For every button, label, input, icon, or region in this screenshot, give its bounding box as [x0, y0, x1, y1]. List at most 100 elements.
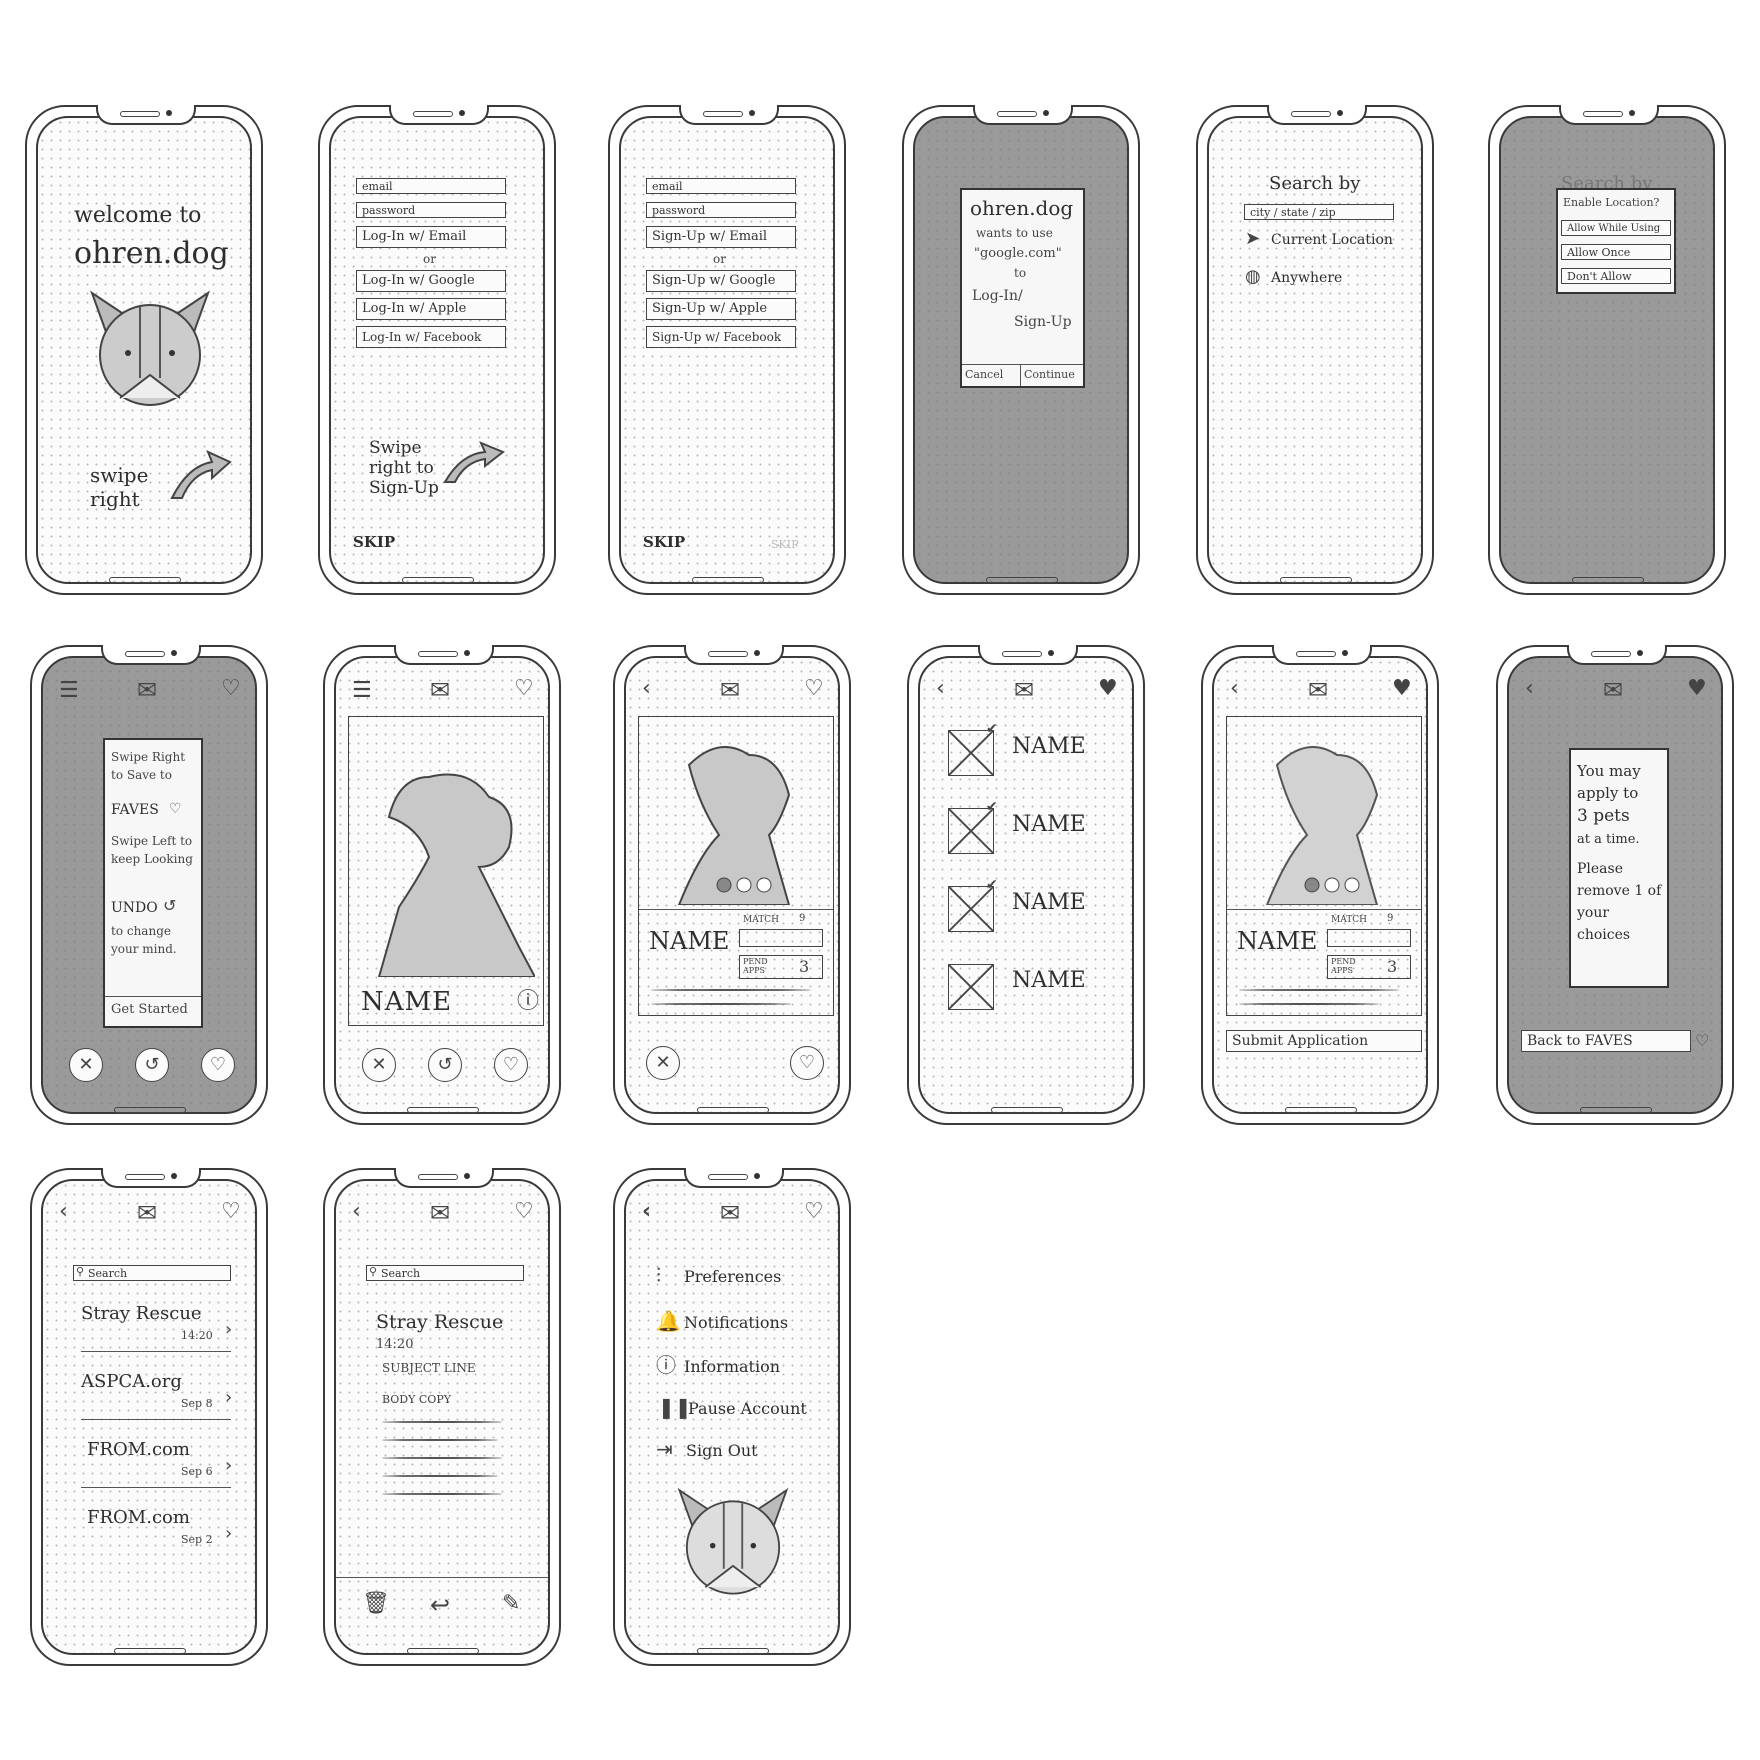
- dont-allow-button[interactable]: Don't Allow: [1561, 268, 1671, 284]
- pet-thumbnail[interactable]: [948, 964, 994, 1010]
- inbox-sender[interactable]: FROM.com: [87, 1507, 190, 1528]
- submit-application-button[interactable]: Submit Application: [1226, 1030, 1422, 1052]
- mail-icon[interactable]: ✉: [430, 676, 451, 704]
- reply-icon[interactable]: ↩: [430, 1591, 451, 1619]
- back-icon[interactable]: ‹: [936, 676, 945, 701]
- anywhere-option[interactable]: Anywhere: [1271, 270, 1343, 286]
- reject-button[interactable]: ✕: [362, 1048, 396, 1082]
- back-to-faves-button[interactable]: Back to FAVES: [1521, 1030, 1691, 1052]
- inbox-sender[interactable]: ASPCA.org: [81, 1371, 182, 1392]
- undo-button[interactable]: ↺: [135, 1048, 169, 1082]
- card-divider: [639, 909, 833, 910]
- bell-icon[interactable]: 🔔: [656, 1309, 681, 1333]
- location-arrow-icon[interactable]: ➤: [1245, 228, 1261, 249]
- swipe-signup-hint[interactable]: Swipe right to Sign-Up: [369, 438, 439, 498]
- skip-link[interactable]: SKIP: [643, 533, 686, 551]
- info-icon[interactable]: ⓘ: [656, 1353, 676, 1377]
- heart-icon[interactable]: ♡: [221, 1199, 241, 1224]
- mail-icon[interactable]: ✉: [137, 676, 158, 704]
- skip-faint-link[interactable]: SKIP: [771, 538, 799, 551]
- allow-once-button[interactable]: Allow Once: [1561, 244, 1671, 260]
- login-google-button[interactable]: Log-In w/ Google: [356, 270, 506, 292]
- email-field[interactable]: email: [646, 178, 796, 194]
- password-field[interactable]: password: [646, 202, 796, 218]
- heart-icon[interactable]: ♡: [514, 1199, 534, 1224]
- signup-google-button[interactable]: Sign-Up w/ Google: [646, 270, 796, 292]
- login-email-button[interactable]: Log-In w/ Email: [356, 226, 506, 248]
- heart-icon[interactable]: ♡: [221, 676, 241, 701]
- chevron-right-icon[interactable]: ›: [225, 1523, 233, 1544]
- signup-facebook-button[interactable]: Sign-Up w/ Facebook: [646, 326, 796, 348]
- menu-item-information[interactable]: Information: [684, 1357, 781, 1376]
- pet-thumbnail[interactable]: [948, 808, 994, 854]
- pet-thumbnail[interactable]: [948, 886, 994, 932]
- like-button[interactable]: ♡: [494, 1048, 528, 1082]
- mail-icon[interactable]: ✉: [1308, 676, 1329, 704]
- mail-icon[interactable]: ✉: [720, 676, 741, 704]
- like-button[interactable]: ♡: [201, 1048, 235, 1082]
- heart-icon[interactable]: ♡: [804, 676, 824, 701]
- email-field[interactable]: email: [356, 178, 506, 194]
- chevron-right-icon[interactable]: ›: [225, 1455, 233, 1476]
- inbox-sender[interactable]: FROM.com: [87, 1439, 190, 1460]
- heart-icon[interactable]: ♡: [804, 1199, 824, 1224]
- chevron-right-icon[interactable]: ›: [225, 1319, 233, 1340]
- get-started-button[interactable]: Get Started: [111, 1002, 188, 1017]
- mail-icon[interactable]: ✉: [1603, 676, 1624, 704]
- cancel-button[interactable]: Cancel: [965, 368, 1004, 381]
- like-button[interactable]: ♡: [790, 1046, 824, 1080]
- login-facebook-button[interactable]: Log-In w/ Facebook: [356, 326, 506, 348]
- menu-item-preferences[interactable]: Preferences: [684, 1267, 782, 1286]
- signup-apple-button[interactable]: Sign-Up w/ Apple: [646, 298, 796, 320]
- globe-icon[interactable]: ◍: [1245, 266, 1261, 287]
- menu-icon[interactable]: ☰: [352, 678, 372, 703]
- reject-button[interactable]: ✕: [69, 1048, 103, 1082]
- mail-icon[interactable]: ✉: [720, 1199, 741, 1227]
- fave-name[interactable]: NAME: [1012, 968, 1086, 993]
- heart-filled-icon[interactable]: ♥: [1687, 676, 1707, 701]
- menu-item-notifications[interactable]: Notifications: [684, 1313, 789, 1332]
- back-icon[interactable]: ‹: [1230, 676, 1239, 701]
- signup-email-button[interactable]: Sign-Up w/ Email: [646, 226, 796, 248]
- trash-icon[interactable]: 🗑: [362, 1591, 390, 1616]
- current-location-option[interactable]: Current Location: [1271, 232, 1393, 248]
- undo-icon: ↺: [163, 896, 177, 915]
- skip-link[interactable]: SKIP: [353, 533, 396, 551]
- pet-thumbnail[interactable]: [948, 730, 994, 776]
- sliders-icon[interactable]: ⫶: [656, 1263, 661, 1287]
- info-icon[interactable]: ⓘ: [517, 989, 540, 1014]
- inbox-sender[interactable]: Stray Rescue: [81, 1303, 202, 1324]
- fave-name[interactable]: NAME: [1012, 734, 1086, 759]
- heart-icon[interactable]: ♡: [514, 676, 534, 701]
- open-mail-icon[interactable]: ✉: [137, 1199, 158, 1227]
- login-apple-button[interactable]: Log-In w/ Apple: [356, 298, 506, 320]
- location-input[interactable]: city / state / zip: [1244, 204, 1394, 220]
- back-icon[interactable]: ‹: [1525, 676, 1534, 701]
- heart-filled-icon[interactable]: ♥: [1098, 676, 1118, 701]
- continue-button[interactable]: Continue: [1024, 368, 1075, 381]
- search-title: Search by: [1269, 173, 1361, 194]
- fave-name[interactable]: NAME: [1012, 890, 1086, 915]
- allow-while-using-button[interactable]: Allow While Using: [1561, 220, 1671, 236]
- reject-button[interactable]: ✕: [646, 1046, 680, 1080]
- mail-icon[interactable]: ✉: [1014, 676, 1035, 704]
- back-icon[interactable]: ‹: [59, 1199, 68, 1224]
- menu-item-sign-out[interactable]: Sign Out: [686, 1441, 758, 1460]
- compose-icon[interactable]: ✎: [502, 1591, 521, 1616]
- pet-card[interactable]: NAME ⓘ: [348, 716, 544, 1026]
- password-field[interactable]: password: [356, 202, 506, 218]
- undo-button[interactable]: ↺: [428, 1048, 462, 1082]
- fave-name[interactable]: NAME: [1012, 812, 1086, 837]
- chevron-right-icon[interactable]: ›: [225, 1387, 233, 1408]
- back-icon[interactable]: ‹: [352, 1199, 361, 1224]
- menu-item-pause[interactable]: Pause Account: [688, 1399, 807, 1418]
- back-icon[interactable]: ‹: [642, 1199, 652, 1224]
- search-input[interactable]: Search: [73, 1265, 231, 1281]
- heart-filled-icon[interactable]: ♥: [1392, 676, 1412, 701]
- pause-icon[interactable]: ❚❚: [658, 1395, 692, 1419]
- sign-out-icon[interactable]: ⇥: [656, 1437, 673, 1461]
- open-mail-icon[interactable]: ✉: [430, 1199, 451, 1227]
- search-input[interactable]: Search: [366, 1265, 524, 1281]
- back-icon[interactable]: ‹: [642, 676, 651, 701]
- menu-icon[interactable]: ☰: [59, 678, 79, 703]
